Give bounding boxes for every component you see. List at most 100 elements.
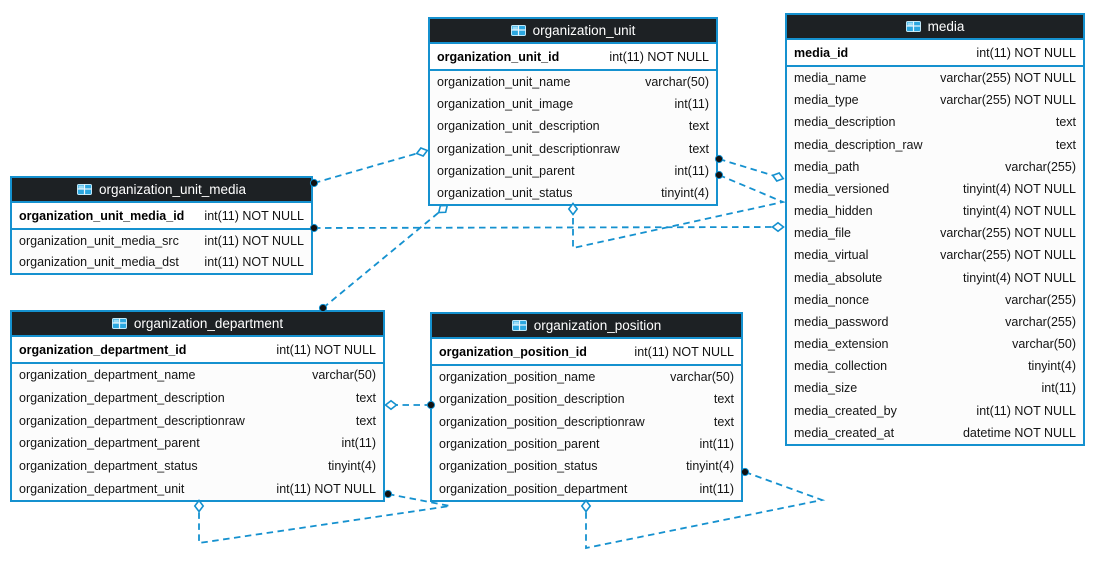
table-organization_department[interactable]: organization_department organization_depa… bbox=[10, 310, 385, 502]
pk-field-type: int(11) NOT NULL bbox=[976, 45, 1076, 60]
column-row[interactable]: organization_position_description text bbox=[432, 388, 741, 410]
connector-diamond-icon bbox=[415, 146, 429, 158]
table-title: organization_position bbox=[533, 318, 662, 333]
column-name: organization_position_department bbox=[439, 481, 628, 496]
column-row[interactable]: organization_position_status tinyint(4) bbox=[432, 455, 741, 477]
column-type: tinyint(4) NOT NULL bbox=[963, 181, 1076, 196]
table-header[interactable]: media bbox=[787, 15, 1083, 40]
pk-field-type: int(11) NOT NULL bbox=[276, 342, 376, 357]
table-header[interactable]: organization_position bbox=[432, 314, 741, 339]
column-name: media_collection bbox=[794, 359, 888, 374]
pk-row[interactable]: media_id int(11) NOT NULL bbox=[787, 40, 1083, 67]
relationship-dept_parent_self[interactable] bbox=[193, 489, 451, 545]
connector-dot-icon bbox=[309, 223, 319, 233]
column-row[interactable]: media_collection tinyint(4) bbox=[787, 355, 1083, 377]
relationship-line[interactable] bbox=[198, 493, 451, 545]
relationship-line[interactable] bbox=[313, 226, 779, 229]
table-header[interactable]: organization_unit_media bbox=[12, 178, 311, 203]
table-title: media bbox=[927, 19, 965, 34]
relationship-dept_unit_to_unit[interactable] bbox=[318, 202, 450, 313]
relationship-oum_src_to_unit[interactable] bbox=[309, 146, 429, 188]
pk-field-name: organization_position_id bbox=[439, 344, 587, 359]
relationship-pos_parent_self[interactable] bbox=[580, 467, 826, 550]
column-row[interactable]: organization_position_department int(11) bbox=[432, 478, 741, 500]
table-organization_position[interactable]: organization_position organization_positi… bbox=[430, 312, 743, 502]
relationship-oum_dst_to_media[interactable] bbox=[309, 221, 785, 233]
column-type: tinyint(4) bbox=[686, 459, 734, 474]
relationship-pos_dept_to_dept[interactable] bbox=[384, 399, 436, 411]
column-name: media_password bbox=[794, 314, 889, 329]
table-title: organization_department bbox=[133, 316, 284, 331]
table-title: organization_unit_media bbox=[98, 182, 247, 197]
connector-dot-icon bbox=[714, 170, 724, 180]
column-type: int(11) bbox=[699, 481, 734, 496]
column-type: varchar(50) bbox=[312, 368, 376, 383]
relationship-line[interactable] bbox=[585, 471, 826, 550]
column-type: varchar(50) bbox=[670, 370, 734, 385]
column-name: media_created_at bbox=[794, 425, 895, 440]
relationship-line[interactable] bbox=[313, 151, 423, 184]
pk-field-name: media_id bbox=[794, 45, 849, 60]
table-header[interactable]: organization_department bbox=[12, 312, 383, 337]
relationship-line[interactable] bbox=[572, 174, 786, 250]
relationship-line[interactable] bbox=[718, 158, 779, 178]
table-header[interactable]: organization_unit bbox=[430, 19, 716, 44]
column-name: organization_position_description bbox=[439, 392, 625, 407]
column-type: int(11) bbox=[674, 97, 709, 112]
relationship-unit_image_to_media[interactable] bbox=[714, 154, 785, 182]
column-type: text bbox=[713, 392, 734, 407]
column-type: int(11) bbox=[1041, 381, 1076, 396]
column-name: organization_department_unit bbox=[19, 481, 185, 496]
column-type: tinyint(4) bbox=[328, 459, 376, 474]
table-organization_unit_media[interactable]: organization_unit_media organization_unit… bbox=[10, 176, 313, 275]
column-type: tinyint(4) bbox=[1028, 359, 1076, 374]
column-type: int(11) bbox=[341, 436, 376, 451]
column-name: organization_position_status bbox=[439, 459, 598, 474]
relationship-line[interactable] bbox=[322, 208, 444, 309]
relationship-unit_parent_self[interactable] bbox=[567, 170, 786, 250]
column-name: media_file bbox=[794, 226, 851, 241]
connector-diamond-icon bbox=[580, 499, 592, 513]
